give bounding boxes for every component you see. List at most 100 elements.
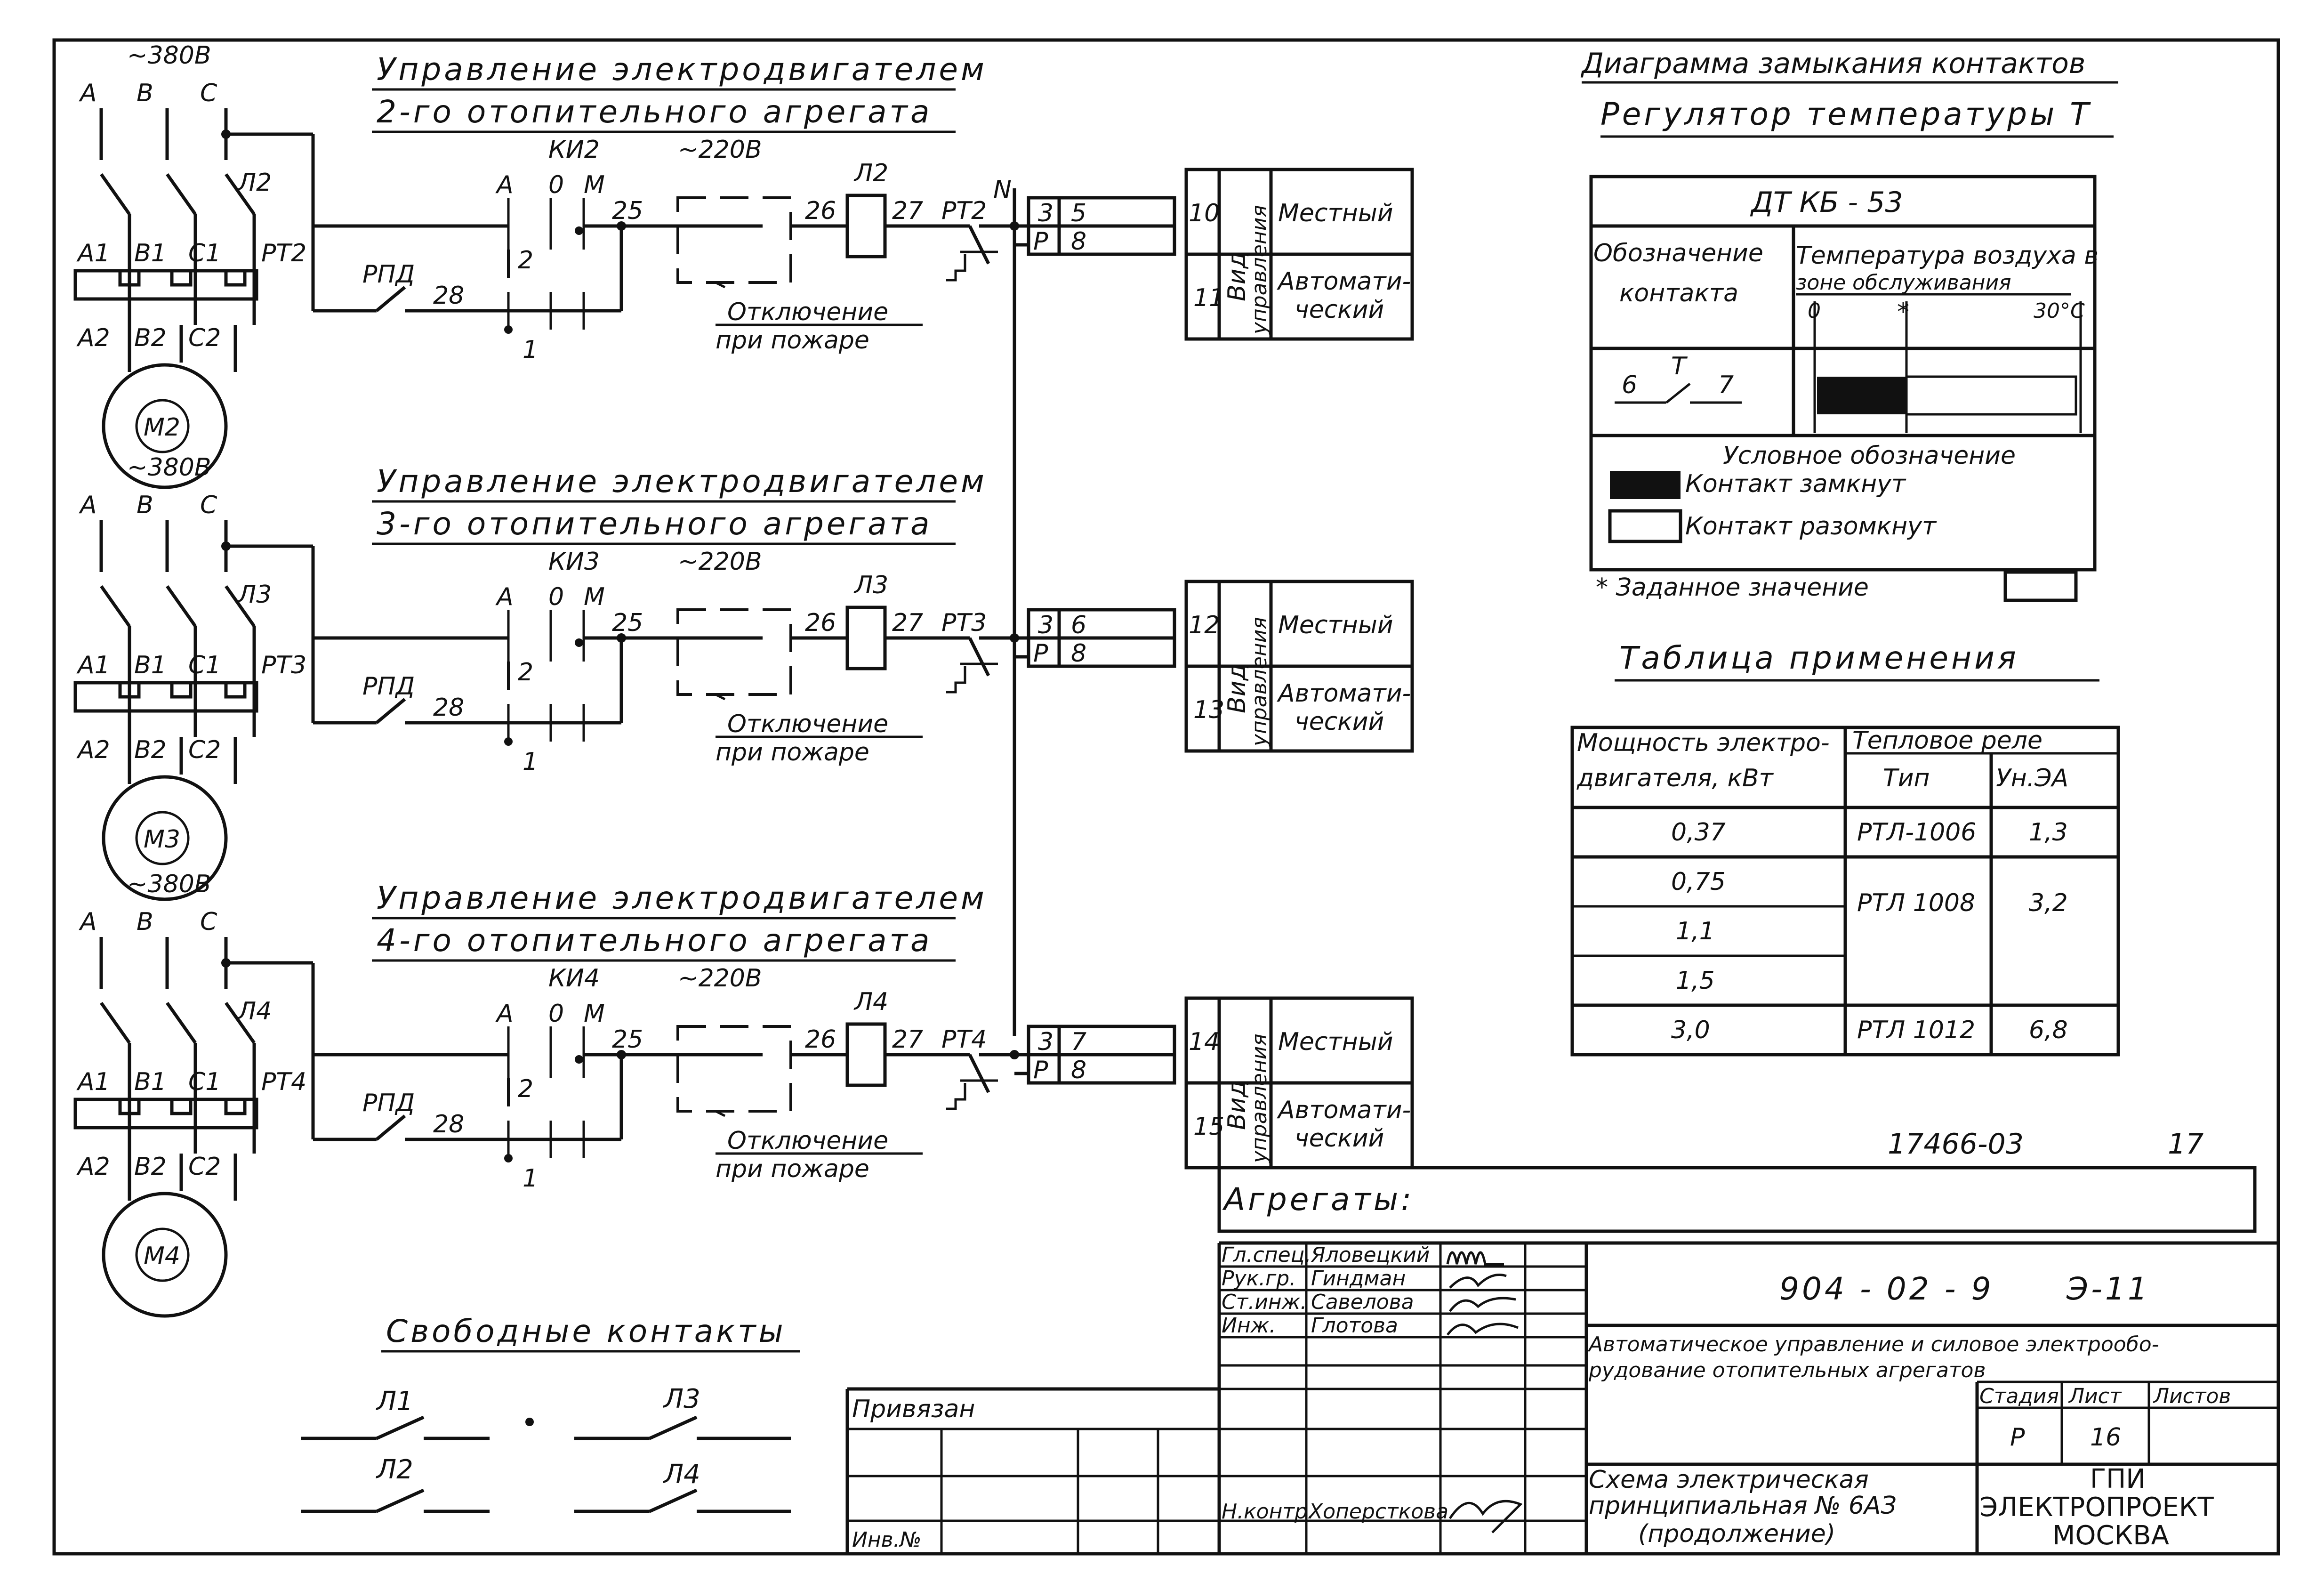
circuit-title: Управление электродвигателем — [377, 463, 987, 500]
rpd-label: РПД — [362, 260, 415, 289]
doc-number: 17466-03 — [1888, 1128, 2024, 1161]
svg-text:2: 2 — [518, 246, 533, 274]
contact-diagram-title: Диаграмма замыкания контактов — [1580, 47, 2085, 80]
svg-text:Т: Т — [1671, 352, 1688, 380]
svg-text:В: В — [137, 908, 153, 936]
mode-auto: Автомати- — [1277, 1096, 1411, 1124]
application-table-title: Таблица применения — [1619, 640, 2019, 676]
svg-text:управления: управления — [1247, 205, 1271, 335]
open-range-bar — [1905, 375, 2077, 416]
svg-text:1: 1 — [523, 1164, 538, 1193]
voltage-220: ~220В — [678, 964, 762, 993]
svg-text:Тепловое реле: Тепловое реле — [1852, 726, 2043, 755]
svg-text:28: 28 — [433, 1110, 464, 1138]
svg-text:А: А — [495, 583, 514, 611]
fire-shutdown-label: Отключение — [727, 298, 888, 326]
svg-text:27: 27 — [892, 1025, 923, 1054]
sheet-frame — [52, 38, 2280, 1556]
switch-label: КИ2 — [548, 136, 600, 164]
svg-text:0,75: 0,75 — [1671, 868, 1726, 896]
svg-text:1: 1 — [523, 336, 538, 364]
svg-text:А1: А1 — [76, 1068, 110, 1096]
legend-closed-swatch — [1610, 471, 1681, 499]
svg-text:С: С — [200, 908, 217, 936]
svg-text:А: А — [79, 491, 97, 519]
svg-text:0: 0 — [548, 1000, 564, 1028]
svg-text:управления: управления — [1247, 617, 1271, 747]
motor-label: М2 — [144, 413, 180, 442]
terminal-value: 5 — [1071, 199, 1086, 227]
free-contact-l3: Л3 — [663, 1384, 700, 1414]
svg-text:В2: В2 — [134, 1153, 167, 1181]
voltage-380: ~380В — [127, 453, 211, 482]
svg-text:РТ4: РТ4 — [941, 1025, 987, 1054]
svg-text:28: 28 — [433, 282, 464, 310]
svg-text:РТ2: РТ2 — [941, 197, 987, 225]
svg-text:Условное обозначение: Условное обозначение — [1723, 442, 2016, 470]
mode-auto: Автомати- — [1277, 679, 1411, 708]
org-line-1: ГПИ — [2090, 1464, 2146, 1494]
bound-label: Привязан — [852, 1395, 975, 1423]
svg-text:А1: А1 — [76, 239, 110, 267]
terminal-value: 7 — [1071, 1028, 1086, 1056]
motor-label: М4 — [144, 1242, 180, 1270]
svg-text:Гиндман: Гиндман — [1311, 1267, 1406, 1291]
svg-text:Температура воздуха в: Температура воздуха в — [1796, 242, 2099, 270]
svg-text:Схема электрическая: Схема электрическая — [1589, 1466, 1869, 1494]
contactor-coil — [845, 194, 887, 258]
fire-shutdown-label: Отключение — [727, 1127, 888, 1155]
svg-text:В2: В2 — [134, 324, 167, 352]
svg-text:С: С — [200, 491, 217, 519]
svg-text:Хоперсткова: Хоперсткова — [1308, 1500, 1448, 1524]
svg-text:С1: С1 — [188, 1068, 221, 1096]
contactor-label: Л4 — [237, 997, 272, 1025]
motor-circle — [102, 363, 228, 489]
svg-text:Листов: Листов — [2153, 1384, 2231, 1408]
svg-text:8: 8 — [1071, 1056, 1086, 1084]
svg-text:принципиальная № 6АЗ: принципиальная № 6АЗ — [1589, 1492, 1897, 1520]
drawing-code: Э-11 — [2066, 1271, 2150, 1307]
org-line-2: ЭЛЕКТРОПРОЕКТ — [1979, 1492, 2214, 1523]
svg-text:25: 25 — [612, 1025, 643, 1054]
svg-text:С2: С2 — [188, 324, 221, 352]
svg-text:30°С: 30°С — [2034, 299, 2085, 323]
thermal-relay-label: РТ4 — [261, 1068, 306, 1096]
svg-text:ческий: ческий — [1295, 708, 1384, 736]
svg-text:Савелова: Савелова — [1311, 1290, 1414, 1314]
closed-range-bar — [1817, 377, 1906, 414]
switch-label: КИ4 — [548, 964, 600, 993]
svg-text:А1: А1 — [76, 651, 110, 679]
svg-text:А2: А2 — [76, 1153, 110, 1181]
voltage-380: ~380В — [127, 41, 211, 70]
svg-text:РТЛ-1006: РТЛ-1006 — [1857, 818, 1976, 847]
svg-text:6: 6 — [1622, 371, 1637, 399]
svg-text:В1: В1 — [134, 239, 167, 267]
mode-local: Местный — [1278, 611, 1393, 639]
svg-text:Р: Р — [1033, 227, 1048, 256]
svg-text:26: 26 — [805, 1025, 836, 1054]
svg-text:В2: В2 — [134, 736, 167, 764]
svg-text:Гл.спец.: Гл.спец. — [1222, 1243, 1311, 1267]
free-contact-l1: Л1 — [376, 1386, 413, 1417]
svg-text:Контакт замкнут: Контакт замкнут — [1685, 470, 1906, 498]
svg-text:14: 14 — [1189, 1028, 1220, 1056]
svg-text:при пожаре: при пожаре — [716, 326, 869, 355]
svg-text:Обозначение: Обозначение — [1593, 239, 1763, 267]
contact-diagram: Диаграмма замыкания контактов Регулятор … — [1580, 47, 2118, 602]
sheet-value: 16 — [2090, 1423, 2121, 1452]
svg-text:Глотова: Глотова — [1311, 1314, 1398, 1338]
svg-text:27: 27 — [892, 609, 923, 637]
svg-text:Автоматическое управление и си: Автоматическое управление и силовое элек… — [1587, 1332, 2159, 1356]
motor-circle — [102, 775, 228, 901]
svg-text:10: 10 — [1189, 199, 1220, 227]
svg-text:М: М — [584, 171, 605, 199]
svg-text:25: 25 — [612, 609, 643, 637]
circuit-title: Управление электродвигателем — [377, 51, 987, 88]
svg-text:1,3: 1,3 — [2029, 818, 2068, 847]
svg-text:0: 0 — [548, 583, 564, 611]
contactor-coil — [845, 1022, 887, 1087]
svg-text:А: А — [495, 171, 514, 199]
svg-text:Л2: Л2 — [853, 159, 888, 187]
svg-text:0,37: 0,37 — [1671, 818, 1726, 847]
